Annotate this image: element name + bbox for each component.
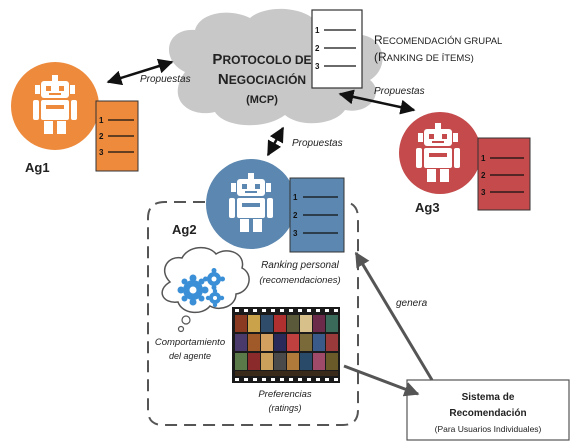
personal-ranking-line2: (recomendaciones) (259, 275, 340, 286)
arrow-label-propuestas: Propuestas (374, 86, 425, 97)
rec-system-line2: Recomendación (449, 408, 526, 419)
doc-number: 1 (315, 26, 320, 35)
agent-ag2-label: Ag2 (172, 222, 197, 237)
doc-number: 3 (481, 188, 486, 197)
agent-boundary (147, 201, 359, 426)
behavior-line1: Comportamiento (155, 337, 225, 348)
doc-number: 2 (315, 44, 320, 53)
preferences-line1: Preferencias (258, 389, 312, 400)
rec-system-box (406, 379, 570, 441)
doc-number: 1 (293, 193, 298, 202)
arrow-label-propuestas: Propuestas (292, 138, 343, 149)
arrow-preferences-system (343, 364, 420, 397)
document-icon (311, 9, 363, 89)
cloud-title-line1: PROTOCOLO DE (212, 51, 311, 68)
doc-number: 2 (99, 132, 104, 141)
personal-ranking-line1: Ranking personal (261, 260, 340, 271)
arrow-ag1-cloud (106, 58, 174, 86)
doc-number: 3 (293, 229, 298, 238)
doc-number: 1 (481, 154, 486, 163)
gears-icon (177, 268, 225, 308)
document-icon (477, 137, 531, 211)
doc-number: 2 (293, 211, 298, 220)
cloud-title-line3: (MCP) (246, 94, 278, 106)
group-rec-line1: RECOMENDACIÓN GRUPAL (374, 33, 502, 47)
arrow-cloud-ag2 (266, 126, 285, 157)
doc-number: 2 (481, 171, 486, 180)
doc-number: 1 (99, 116, 104, 125)
arrow-label-propuestas: Propuestas (140, 74, 191, 85)
doc-number: 3 (315, 62, 320, 71)
film-strip-icon (232, 307, 340, 383)
cloud-title-line2: NEGOCIACIÓN (218, 71, 306, 88)
rec-system-line1: Sistema de (462, 392, 515, 403)
rec-system-line3: (Para Usuarios Individuales) (435, 424, 542, 434)
arrow-label-genera: genera (396, 298, 428, 309)
agent-ag1-label: Ag1 (25, 160, 50, 175)
document-icon (289, 177, 345, 253)
doc-number: 3 (99, 148, 104, 157)
arrow-cloud-ag3 (338, 89, 416, 115)
preferences-line2: (ratings) (268, 403, 301, 413)
group-rec-line2: (RANKING DE ÍTEMS) (374, 50, 474, 64)
agent-ag3-label: Ag3 (415, 200, 440, 215)
arrow-genera (354, 251, 434, 381)
behavior-line2: del agente (169, 351, 211, 361)
document-icon (95, 100, 139, 172)
